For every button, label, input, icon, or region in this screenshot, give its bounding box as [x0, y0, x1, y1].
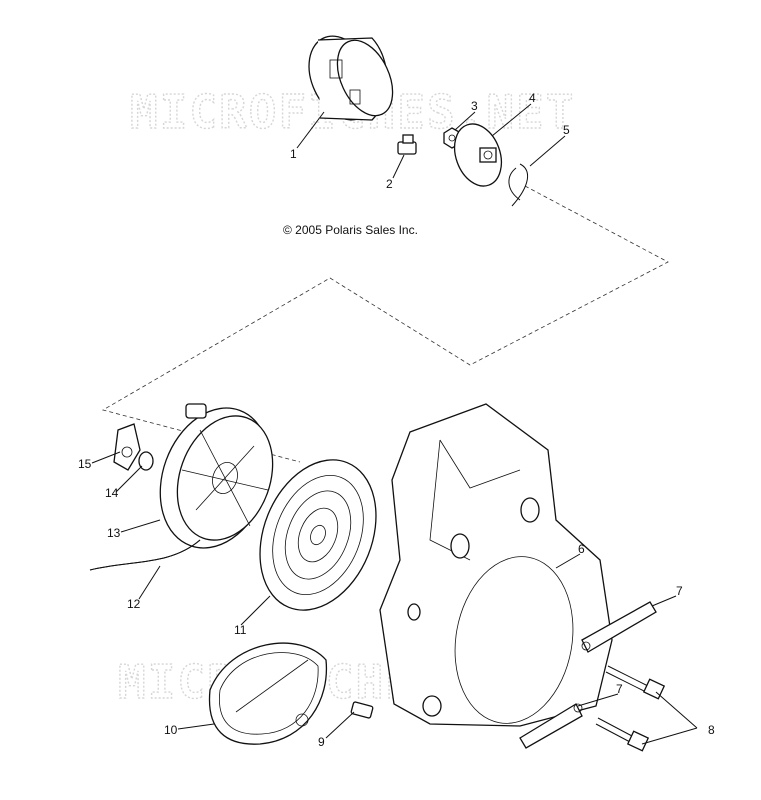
spring-part [259, 459, 377, 611]
long-bolt-lower-part [595, 717, 650, 752]
callout-13: 13 [107, 526, 121, 540]
callout-14: 14 [105, 486, 119, 500]
callout-15: 15 [78, 457, 92, 471]
callout-1: 1 [290, 147, 297, 161]
callout-12: 12 [127, 597, 141, 611]
bushing-part [138, 451, 154, 471]
handle-part [208, 642, 328, 745]
long-bolt-upper-part [605, 665, 666, 700]
callout-labels: 1 2 3 4 5 6 7 7 8 9 10 11 12 13 14 15 [78, 91, 715, 749]
callout-6: 6 [578, 542, 585, 556]
callout-4: 4 [529, 91, 536, 105]
bracket-part [113, 423, 141, 471]
callout-5: 5 [563, 123, 570, 137]
bolt-part [397, 134, 417, 155]
callout-7-lower: 7 [616, 682, 623, 696]
housing-part [379, 403, 613, 727]
callout-9: 9 [318, 735, 325, 749]
guide-strip-lower-part [519, 703, 583, 749]
callout-10: 10 [164, 723, 178, 737]
rope-part [89, 539, 201, 571]
assembly-guide-line [101, 185, 669, 463]
guide-strip-upper-part [581, 601, 657, 653]
callout-3: 3 [471, 99, 478, 113]
callout-11: 11 [234, 623, 247, 637]
leader-lines [91, 103, 698, 745]
starter-cup-part [308, 35, 394, 121]
callout-7-upper: 7 [676, 584, 683, 598]
small-bolt-part [350, 701, 374, 719]
copyright-text: © 2005 Polaris Sales Inc. [283, 223, 418, 237]
plate-part [453, 123, 503, 187]
reel-part [159, 403, 274, 549]
clip-part [508, 163, 528, 207]
callout-2: 2 [386, 177, 393, 191]
callout-8: 8 [708, 723, 715, 737]
